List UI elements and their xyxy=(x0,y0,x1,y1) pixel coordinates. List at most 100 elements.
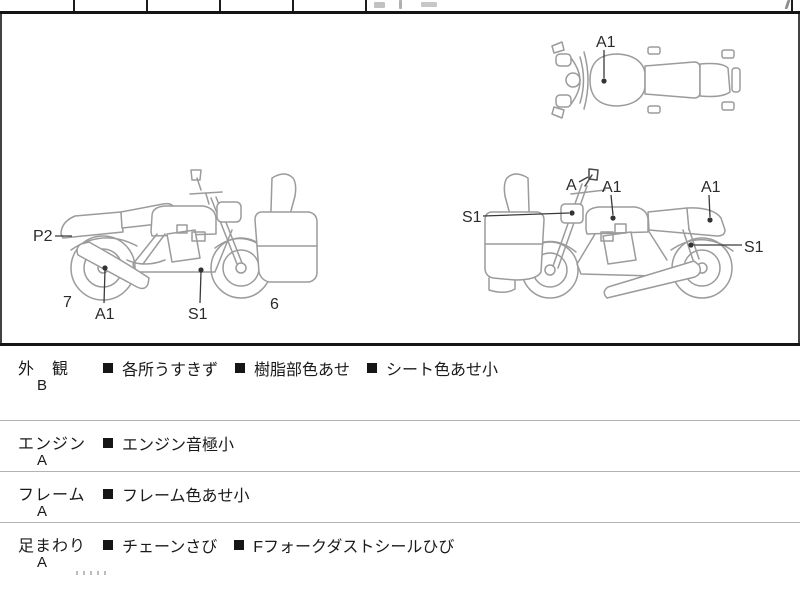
header-cell-divider xyxy=(791,0,793,11)
header-cell-divider xyxy=(219,0,221,11)
damage-label-a: A xyxy=(566,177,577,194)
cropped-text-fragment xyxy=(374,2,385,8)
front-fork xyxy=(552,183,588,269)
motorcycle-right-facing-diagram: P2 7 A1 S1 6 xyxy=(25,168,320,323)
right-grip xyxy=(555,94,572,108)
fuel-tank xyxy=(150,205,217,237)
condition-items: チェーンさび Fフォークダストシールひび xyxy=(103,533,454,557)
cropped-text-fragment xyxy=(421,2,437,7)
header-cell-divider xyxy=(73,0,75,11)
callout-line xyxy=(610,194,614,216)
bullet-square-icon xyxy=(234,540,245,550)
mirror-icon xyxy=(551,106,565,119)
exhaust-pipe xyxy=(126,259,166,265)
damage-label-6: 6 xyxy=(270,296,279,313)
condition-item: フレーム色あせ小 xyxy=(103,482,250,506)
seat-rear-cowl xyxy=(647,207,726,237)
category-label: 足まわり xyxy=(18,538,87,555)
callout-dot xyxy=(610,215,616,221)
callout-dot xyxy=(198,267,204,273)
seat xyxy=(644,61,701,99)
callout-dot xyxy=(569,210,575,216)
frame-tube xyxy=(142,233,166,265)
callout-dot xyxy=(601,78,607,84)
motorcycle-top-view-diagram: A1 xyxy=(546,28,746,120)
damage-label-a1: A1 xyxy=(596,34,616,51)
condition-item-text: チェーンさび xyxy=(122,539,218,556)
front-hub xyxy=(235,262,247,274)
callout-line xyxy=(708,194,711,218)
damage-label-a1: A1 xyxy=(95,306,115,323)
condition-item-text: 樹脂部色あせ xyxy=(254,362,351,379)
rear-wheel xyxy=(70,235,136,301)
category-label: エンジン xyxy=(18,436,87,453)
callout-dot xyxy=(688,242,694,248)
carburetor xyxy=(176,224,188,234)
condition-item: 樹脂部色あせ xyxy=(235,356,350,380)
condition-item: シート色あせ小 xyxy=(367,356,498,380)
callout-line xyxy=(482,212,570,217)
condition-item-text: シート色あせ小 xyxy=(386,362,499,379)
bullet-square-icon xyxy=(103,438,113,448)
condition-items: フレーム色あせ小 xyxy=(103,482,250,506)
condition-item-text: フレーム色あせ小 xyxy=(122,488,250,505)
frame-tubes xyxy=(576,229,668,277)
mirror-icon xyxy=(190,169,202,191)
callout-dot xyxy=(707,217,713,223)
rear-signal xyxy=(721,101,735,111)
condition-item: チェーンさび xyxy=(103,533,217,557)
grade-value: A xyxy=(37,554,48,571)
front-wheel-rim xyxy=(222,249,260,287)
condition-item-text: エンジン音極小 xyxy=(122,437,235,454)
headlight xyxy=(216,201,242,223)
damage-label-a1: A1 xyxy=(701,179,721,196)
table-row: 足まわり A チェーンさび Fフォークダストシールひび xyxy=(0,522,800,601)
cropped-text-fragment xyxy=(399,0,402,9)
scan-left-border xyxy=(0,0,2,600)
legshield-flap xyxy=(488,277,516,293)
damage-label-p2: P2 xyxy=(33,228,53,245)
callout-line xyxy=(578,176,589,183)
bullet-square-icon xyxy=(103,489,113,499)
scan-artifact xyxy=(76,571,106,575)
condition-item-text: Fフォークダストシールひび xyxy=(253,539,455,556)
footpeg xyxy=(647,105,661,114)
fuel-tank xyxy=(585,206,649,235)
bullet-square-icon xyxy=(235,363,246,373)
rear-fender xyxy=(670,239,734,252)
headstock xyxy=(565,72,581,88)
table-row: フレーム A フレーム色あせ小 xyxy=(0,471,800,522)
condition-items: エンジン音極小 xyxy=(103,431,234,455)
motorcycle-top-view-art xyxy=(551,41,741,119)
engine-block xyxy=(602,231,637,265)
mirror-icon xyxy=(551,41,565,54)
damage-label-s1: S1 xyxy=(744,239,764,256)
table-row: エンジン A エンジン音極小 xyxy=(0,420,800,471)
front-fender-inner xyxy=(579,56,585,104)
condition-items: 各所うすきず 樹脂部色あせ シート色あせ小 xyxy=(103,356,498,380)
grade-value: A xyxy=(37,452,48,469)
rear-fender xyxy=(70,237,138,251)
callout-dot xyxy=(102,265,108,271)
condition-item: 各所うすきず xyxy=(103,356,218,380)
front-hub xyxy=(544,264,556,276)
handlebar xyxy=(189,191,223,205)
carburetor xyxy=(191,231,206,242)
callout-line xyxy=(199,271,202,304)
grade-value: B xyxy=(37,377,48,394)
header-cell-divider xyxy=(146,0,148,11)
exhaust-muffler xyxy=(603,260,702,299)
damage-label-s1: S1 xyxy=(462,209,482,226)
damage-label-a1: A1 xyxy=(602,179,622,196)
front-legshield xyxy=(254,211,318,283)
footpeg xyxy=(647,46,661,55)
tail-end xyxy=(731,67,741,93)
header-cell-divider xyxy=(365,0,367,11)
motorcycle-left-facing-diagram: S1 A A1 A1 S1 xyxy=(455,168,775,318)
motorcycle-side-art xyxy=(60,169,318,301)
handlebar xyxy=(570,189,606,195)
exhaust-muffler xyxy=(76,241,150,290)
bullet-square-icon xyxy=(103,363,113,373)
mirror-icon xyxy=(584,168,599,187)
callout-line xyxy=(103,269,106,304)
